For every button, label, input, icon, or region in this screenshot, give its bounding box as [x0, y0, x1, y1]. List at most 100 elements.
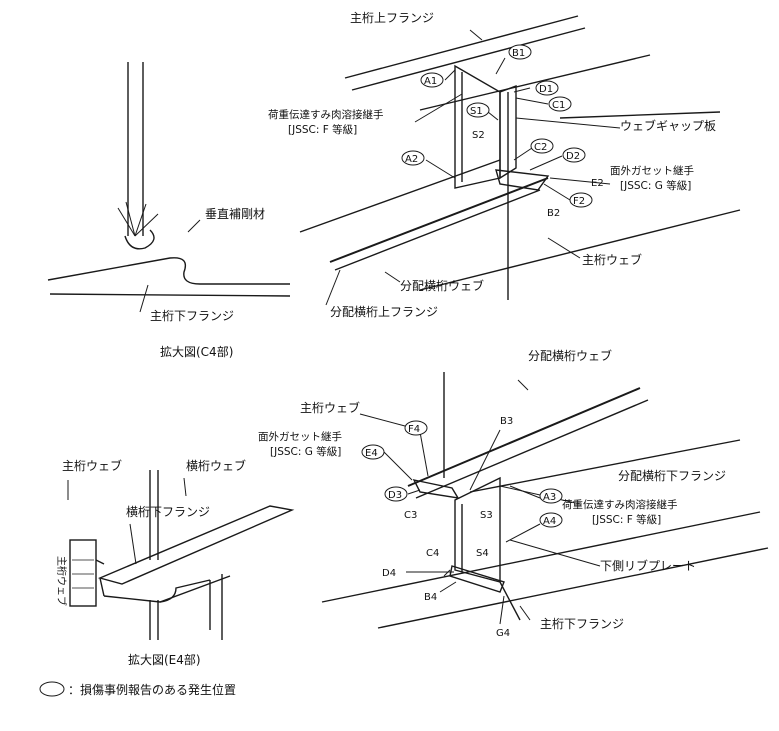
- weld-bulb: [124, 229, 155, 250]
- cross-web-line: [299, 159, 501, 233]
- crack-3: [134, 203, 147, 237]
- leader-gusset: [549, 177, 611, 185]
- code-b4: B4: [424, 592, 437, 603]
- label-main-web-c: 主桁ウェブ: [62, 458, 122, 473]
- leader-cross-top-flange: [325, 269, 341, 306]
- label-side-web: 主桁ウェブ: [55, 556, 68, 606]
- label-jssc-g: [JSSC: G 等級]: [620, 179, 691, 192]
- leader-main-bottom-flange: [519, 605, 531, 621]
- code-b2: B2: [547, 208, 560, 219]
- code-d2: D2: [562, 147, 586, 163]
- legend-circle-icon: [39, 681, 65, 697]
- code-d4: D4: [382, 568, 396, 579]
- legend: ：損傷事例報告のある発生位置: [39, 681, 236, 697]
- leader-bottom-flange: [139, 284, 149, 313]
- leader-main-web: [547, 237, 581, 259]
- code-f2: F2: [569, 192, 593, 208]
- code-s1: S1: [466, 102, 490, 118]
- svg-text:E4: E4: [365, 448, 378, 459]
- leader-a1: [444, 69, 456, 81]
- code-b1: B1: [508, 44, 532, 60]
- leader-c1: [515, 97, 549, 105]
- cross-bottom-flange-b: [415, 399, 649, 499]
- leader-f2: [543, 183, 571, 201]
- leader-d2: [529, 155, 563, 171]
- svg-text:C2: C2: [534, 142, 547, 153]
- bottom-left-drawing: 主桁ウェブ 横桁ウェブ 横桁下フランジ 主桁ウェブ 拡大図(E4部): [55, 458, 295, 667]
- leader-e4: [383, 451, 413, 481]
- label-jssc-f-b: [JSSC: F 等級]: [592, 513, 661, 526]
- flange-underside: [103, 575, 231, 603]
- label-cross-bottom-flange: 横桁下フランジ: [126, 505, 210, 519]
- leader-web-gap: [515, 117, 621, 129]
- label-cross-web: 横桁ウェブ: [186, 458, 246, 473]
- code-s3: S3: [480, 510, 493, 521]
- main-top-flange-line-b: [351, 27, 586, 91]
- leader-c2: [513, 147, 533, 161]
- leader-vertical-stiffener: [187, 219, 201, 233]
- label-out-of-plane-gusset: 面外ガセット継手: [610, 164, 694, 177]
- svg-text:A1: A1: [424, 76, 437, 87]
- label-dist-cross-web: 分配横桁ウェブ: [400, 278, 484, 293]
- code-g4: G4: [496, 628, 510, 639]
- leader-top-flange: [469, 29, 483, 41]
- lower-rib-plate: [449, 565, 505, 593]
- label-out-of-plane-gusset-b: 面外ガセット継手: [258, 430, 342, 443]
- leader-cross-web: [384, 271, 401, 283]
- main-bottom-flange-a: [321, 511, 761, 603]
- crack-2: [125, 201, 136, 237]
- label-vertical-stiffener: 垂直補剛材: [205, 207, 265, 221]
- svg-text:F2: F2: [573, 196, 585, 207]
- leader-cross-web-c: [183, 477, 187, 497]
- bracket-lines: [149, 574, 223, 640]
- caption-c4: 拡大図(C4部): [160, 344, 233, 359]
- leader-d1: [513, 87, 531, 93]
- leader-cross-web-b: [517, 379, 529, 391]
- code-c2: C2: [530, 138, 554, 154]
- svg-text:F4: F4: [408, 424, 420, 435]
- leader-c4: [443, 569, 451, 577]
- svg-text:C1: C1: [552, 100, 565, 111]
- label-dist-cross-web-b: 分配横桁ウェブ: [528, 348, 612, 363]
- gusset-plate: [495, 169, 550, 191]
- cross-top-flange-b: [334, 189, 541, 271]
- label-load-transfer-joint-b: 荷重伝達すみ肉溶接継手: [562, 498, 678, 511]
- code-a4: A4: [539, 512, 563, 528]
- label-main-web: 主桁ウェブ: [582, 252, 642, 267]
- flange-end: [99, 577, 105, 597]
- leader-b3: [469, 429, 501, 491]
- svg-text:B1: B1: [512, 48, 525, 59]
- top-left-drawing: 垂直補剛材 主桁下フランジ 拡大図(C4部): [47, 62, 291, 359]
- label-main-bottom-flange: 主桁下フランジ: [150, 309, 234, 323]
- label-main-top-flange: 主桁上フランジ: [350, 11, 434, 25]
- label-load-transfer-joint: 荷重伝達すみ肉溶接継手: [268, 108, 384, 121]
- leader-a2: [425, 159, 456, 179]
- svg-text:A4: A4: [543, 516, 556, 527]
- lower-gusset: [412, 479, 460, 499]
- caption-e4: 拡大図(E4部): [128, 652, 201, 667]
- main-top-flange-line-a: [344, 15, 579, 79]
- label-jssc-f: [JSSC: F 等級]: [288, 123, 357, 136]
- leader-s1: [487, 111, 499, 121]
- label-web-gap-plate: ウェブギャップ板: [620, 118, 716, 133]
- code-a3: A3: [539, 488, 563, 504]
- svg-text:A2: A2: [405, 154, 418, 165]
- bottom-right-drawing: 分配横桁ウェブ 主桁ウェブ 面外ガセット継手 [JSSC: G 等級] 分配横桁…: [258, 348, 769, 639]
- block-tab: [95, 559, 105, 565]
- code-d3: D3: [384, 486, 408, 502]
- code-c4: C4: [426, 548, 439, 559]
- code-c3: C3: [404, 510, 417, 521]
- web-gap-plate: [499, 84, 517, 180]
- label-lower-rib-plate: 下側リブプレート: [600, 558, 696, 573]
- flange-joint: [499, 581, 521, 621]
- code-e4: E4: [361, 444, 385, 460]
- main-bottom-flange-b: [377, 547, 769, 629]
- bracket-curve: [159, 579, 211, 603]
- legend-text: ：損傷事例報告のある発生位置: [68, 682, 236, 697]
- crack-1: [117, 207, 136, 237]
- code-c1: C1: [548, 96, 572, 112]
- web-gap-line: [559, 111, 721, 119]
- cross-bottom-flange-detail: [97, 505, 295, 585]
